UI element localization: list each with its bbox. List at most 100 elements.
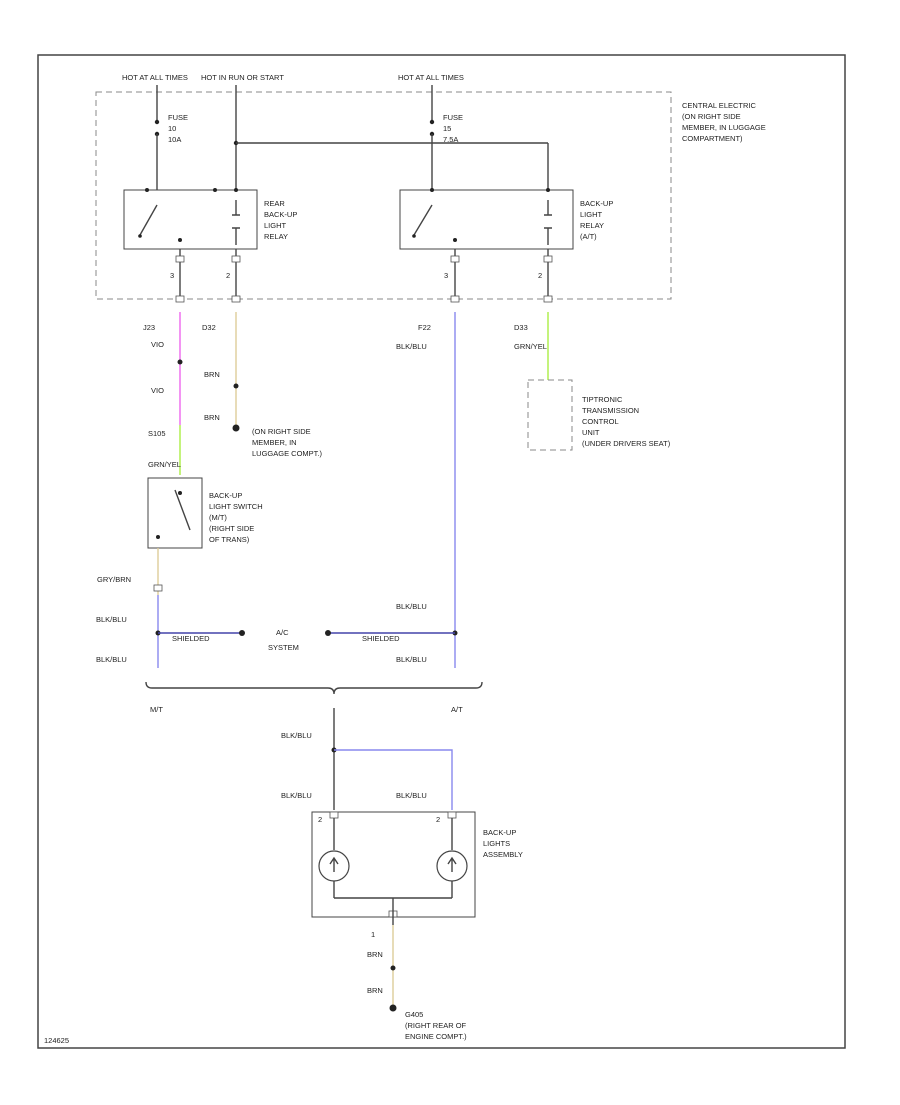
svg-text:LIGHT: LIGHT bbox=[580, 210, 603, 219]
wire-label-brn-g1: BRN bbox=[367, 950, 383, 959]
rear-relay-output-node bbox=[178, 238, 182, 242]
wire-label-at-blkblu-1: BLK/BLU bbox=[396, 602, 427, 611]
svg-text:BACK-UP: BACK-UP bbox=[580, 199, 613, 208]
rear-relay-pin-in-2 bbox=[213, 188, 217, 192]
wire-label-vio-1: VIO bbox=[151, 340, 164, 349]
rear-relay-switch-contact bbox=[139, 204, 158, 236]
backup-switch-label: BACK-UP LIGHT SWITCH (M/T) (RIGHT SIDE O… bbox=[209, 491, 263, 544]
svg-text:LIGHT SWITCH: LIGHT SWITCH bbox=[209, 502, 263, 511]
connector-f22-housing bbox=[450, 295, 460, 303]
wire-to-right-lamp bbox=[334, 749, 453, 810]
svg-text:15: 15 bbox=[443, 124, 451, 133]
wire-label-mt-blkblu-2: BLK/BLU bbox=[96, 655, 127, 664]
svg-text:BACK-UP: BACK-UP bbox=[264, 210, 297, 219]
rear-relay-switch-pivot bbox=[138, 234, 142, 238]
at-relay-pin-in-1 bbox=[430, 188, 434, 192]
tiptronic-label: TIPTRONIC TRANSMISSION CONTROL UNIT (UND… bbox=[582, 395, 671, 448]
switch-contact-top bbox=[178, 491, 182, 495]
wire-label-shielded-2: SHIELDED bbox=[362, 634, 400, 643]
svg-text:LIGHT: LIGHT bbox=[264, 221, 287, 230]
svg-text:(ON RIGHT SIDE: (ON RIGHT SIDE bbox=[252, 427, 311, 436]
svg-text:UNIT: UNIT bbox=[582, 428, 600, 437]
at-relay-switch-pivot bbox=[412, 234, 416, 238]
wire-label-at-blkblu-2: BLK/BLU bbox=[396, 655, 427, 664]
connector-label-d33: D33 bbox=[514, 323, 528, 332]
svg-text:10: 10 bbox=[168, 124, 176, 133]
switch-blade bbox=[174, 489, 191, 531]
svg-text:BACK-UP: BACK-UP bbox=[209, 491, 242, 500]
fuse-2-label: FUSE 15 7.5A bbox=[443, 113, 463, 144]
fuse-2-terminal-top bbox=[429, 119, 435, 125]
at-relay-label: BACK-UP LIGHT RELAY (A/T) bbox=[580, 199, 613, 241]
ground-g1-label: (ON RIGHT SIDE MEMBER, IN LUGGAGE COMPT.… bbox=[252, 427, 323, 458]
pin-label-r1-3: 3 bbox=[170, 271, 174, 280]
svg-text:(ON RIGHT SIDE: (ON RIGHT SIDE bbox=[682, 112, 741, 121]
rear-relay-pin-in-1 bbox=[145, 188, 149, 192]
pin-d32-terminal bbox=[231, 255, 241, 263]
lamp-ground-pin: 1 bbox=[371, 930, 375, 939]
svg-text:MEMBER, IN LUGGAGE: MEMBER, IN LUGGAGE bbox=[682, 123, 766, 132]
wire-label-vio-2: VIO bbox=[151, 386, 164, 395]
figure-id: 124625 bbox=[44, 1036, 69, 1045]
diagram-frame bbox=[37, 54, 846, 1049]
lamp-assembly-label: BACK-UP LIGHTS ASSEMBLY bbox=[483, 828, 523, 859]
pin-label-r1-2: 2 bbox=[226, 271, 230, 280]
at-relay-pin-in-2 bbox=[546, 188, 550, 192]
svg-text:FUSE: FUSE bbox=[168, 113, 188, 122]
ground-g405-label: G405 (RIGHT REAR OF ENGINE COMPT.) bbox=[405, 1010, 467, 1041]
ac-system-label: A/C SYSTEM bbox=[268, 628, 299, 652]
lamp-right-filament-icon bbox=[447, 856, 457, 872]
source-hot-label-2: HOT AT ALL TIMES bbox=[398, 73, 464, 82]
at-relay-switch-contact bbox=[413, 204, 433, 236]
wire-label-lamp-left: BLK/BLU bbox=[281, 791, 312, 800]
connector-mt-output bbox=[153, 584, 163, 592]
at-relay-output-node bbox=[453, 238, 457, 242]
pin-d33-terminal bbox=[543, 255, 553, 263]
svg-text:ASSEMBLY: ASSEMBLY bbox=[483, 850, 523, 859]
connector-j23-housing bbox=[175, 295, 185, 303]
svg-text:(RIGHT REAR OF: (RIGHT REAR OF bbox=[405, 1021, 467, 1030]
svg-text:10A: 10A bbox=[168, 135, 181, 144]
ac-terminal-left bbox=[239, 630, 245, 636]
wire-label-brn-g2: BRN bbox=[367, 986, 383, 995]
svg-text:COMPARTMENT): COMPARTMENT) bbox=[682, 134, 743, 143]
svg-text:(M/T): (M/T) bbox=[209, 513, 227, 522]
svg-text:TIPTRONIC: TIPTRONIC bbox=[582, 395, 623, 404]
connector-inline-brn bbox=[233, 383, 239, 389]
connector-label-j23: J23 bbox=[143, 323, 155, 332]
svg-text:CONTROL: CONTROL bbox=[582, 417, 619, 426]
wire-label-d33-grnyel: GRN/YEL bbox=[514, 342, 547, 351]
label-at: A/T bbox=[451, 705, 463, 714]
svg-text:7.5A: 7.5A bbox=[443, 135, 458, 144]
rear-relay-coil bbox=[232, 200, 240, 245]
connector-d32-housing bbox=[231, 295, 241, 303]
wire-label-mt-blkblu-1: BLK/BLU bbox=[96, 615, 127, 624]
fuse-1-terminal-top bbox=[154, 119, 160, 125]
svg-text:OF TRANS): OF TRANS) bbox=[209, 535, 250, 544]
connector-label-d32: D32 bbox=[202, 323, 216, 332]
wire-label-main-blkblu: BLK/BLU bbox=[281, 731, 312, 740]
pin-label-r2-3: 3 bbox=[444, 271, 448, 280]
at-backup-relay bbox=[399, 189, 574, 250]
tiptronic-control-unit bbox=[527, 379, 573, 451]
svg-text:(UNDER DRIVERS SEAT): (UNDER DRIVERS SEAT) bbox=[582, 439, 671, 448]
svg-text:(A/T): (A/T) bbox=[580, 232, 597, 241]
wire-label-brn-2: BRN bbox=[204, 413, 220, 422]
ac-terminal-right bbox=[325, 630, 331, 636]
wire-label-lamp-right: BLK/BLU bbox=[396, 791, 427, 800]
wire-label-s105: S105 bbox=[148, 429, 166, 438]
connector-d33-housing bbox=[543, 295, 553, 303]
svg-text:SYSTEM: SYSTEM bbox=[268, 643, 299, 652]
svg-text:LIGHTS: LIGHTS bbox=[483, 839, 510, 848]
svg-text:G405: G405 bbox=[405, 1010, 423, 1019]
fuse-1-label: FUSE 10 10A bbox=[168, 113, 188, 144]
connector-label-f22: F22 bbox=[418, 323, 431, 332]
svg-text:LUGGAGE COMPT.): LUGGAGE COMPT.) bbox=[252, 449, 323, 458]
lamp-left-filament-icon bbox=[329, 856, 339, 872]
svg-text:RELAY: RELAY bbox=[580, 221, 604, 230]
lamp-right-connector bbox=[447, 811, 457, 819]
svg-text:CENTRAL ELECTRIC: CENTRAL ELECTRIC bbox=[682, 101, 756, 110]
backup-light-switch-mt bbox=[147, 477, 203, 549]
pin-f22-terminal bbox=[450, 255, 460, 263]
svg-text:RELAY: RELAY bbox=[264, 232, 288, 241]
